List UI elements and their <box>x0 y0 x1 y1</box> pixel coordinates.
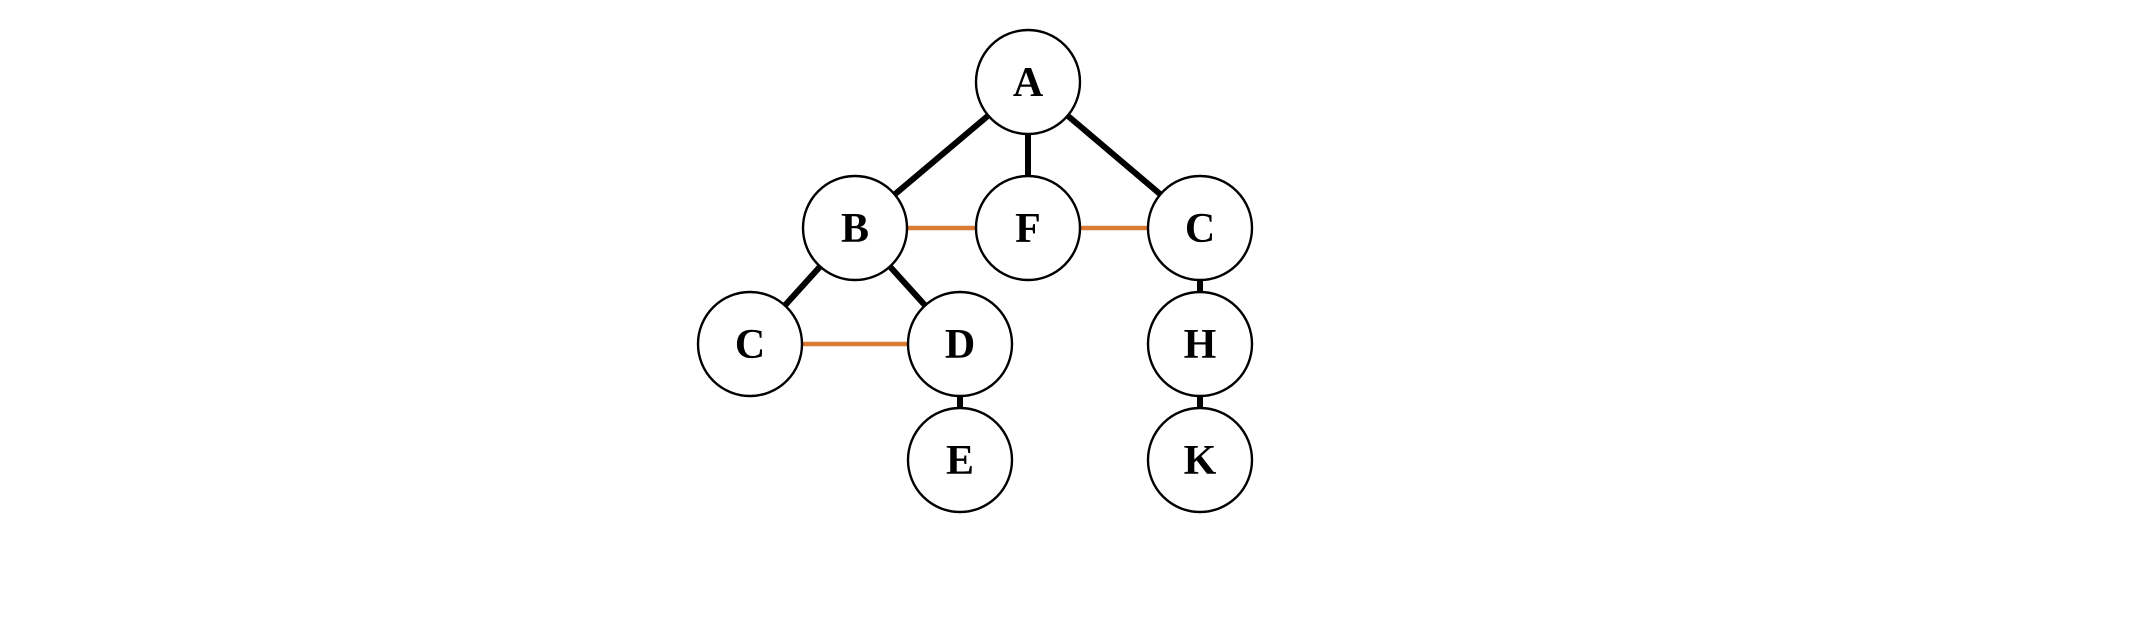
graph-node-b[interactable]: B <box>801 174 909 282</box>
edge-b-c1 <box>782 264 823 308</box>
graph-node-d[interactable]: D <box>906 290 1014 398</box>
node-circle-d[interactable] <box>906 290 1014 398</box>
node-circle-c1[interactable] <box>696 290 804 398</box>
node-label-f: F <box>1015 206 1041 252</box>
node-circle-k[interactable] <box>1146 406 1254 514</box>
node-circle-f[interactable] <box>974 174 1082 282</box>
node-label-h: H <box>1184 322 1217 368</box>
graph-node-c2[interactable]: C <box>1146 174 1254 282</box>
graph-node-k[interactable]: K <box>1146 406 1254 514</box>
node-circle-a[interactable] <box>974 28 1082 136</box>
node-circle-h[interactable] <box>1146 290 1254 398</box>
edges-layer <box>782 113 1203 408</box>
graph-node-f[interactable]: F <box>974 174 1082 282</box>
nodes-layer: A B F C C D H E K <box>696 28 1254 514</box>
graph-node-e[interactable]: E <box>906 406 1014 514</box>
graph-node-c1[interactable]: C <box>696 290 804 398</box>
edge-a-c2 <box>1065 113 1163 197</box>
node-circle-b[interactable] <box>801 174 909 282</box>
edge-b-d <box>887 264 928 308</box>
node-label-e: E <box>946 438 974 484</box>
graph-node-h[interactable]: H <box>1146 290 1254 398</box>
node-circle-e[interactable] <box>906 406 1014 514</box>
node-label-d: D <box>945 322 975 368</box>
node-label-a: A <box>1013 60 1044 106</box>
node-label-k: K <box>1184 438 1217 484</box>
node-label-c2: C <box>1185 206 1215 252</box>
edge-a-b <box>892 113 991 197</box>
node-circle-c2[interactable] <box>1146 174 1254 282</box>
graph-node-a[interactable]: A <box>974 28 1082 136</box>
node-label-b: B <box>841 206 869 252</box>
node-label-c1: C <box>735 322 765 368</box>
